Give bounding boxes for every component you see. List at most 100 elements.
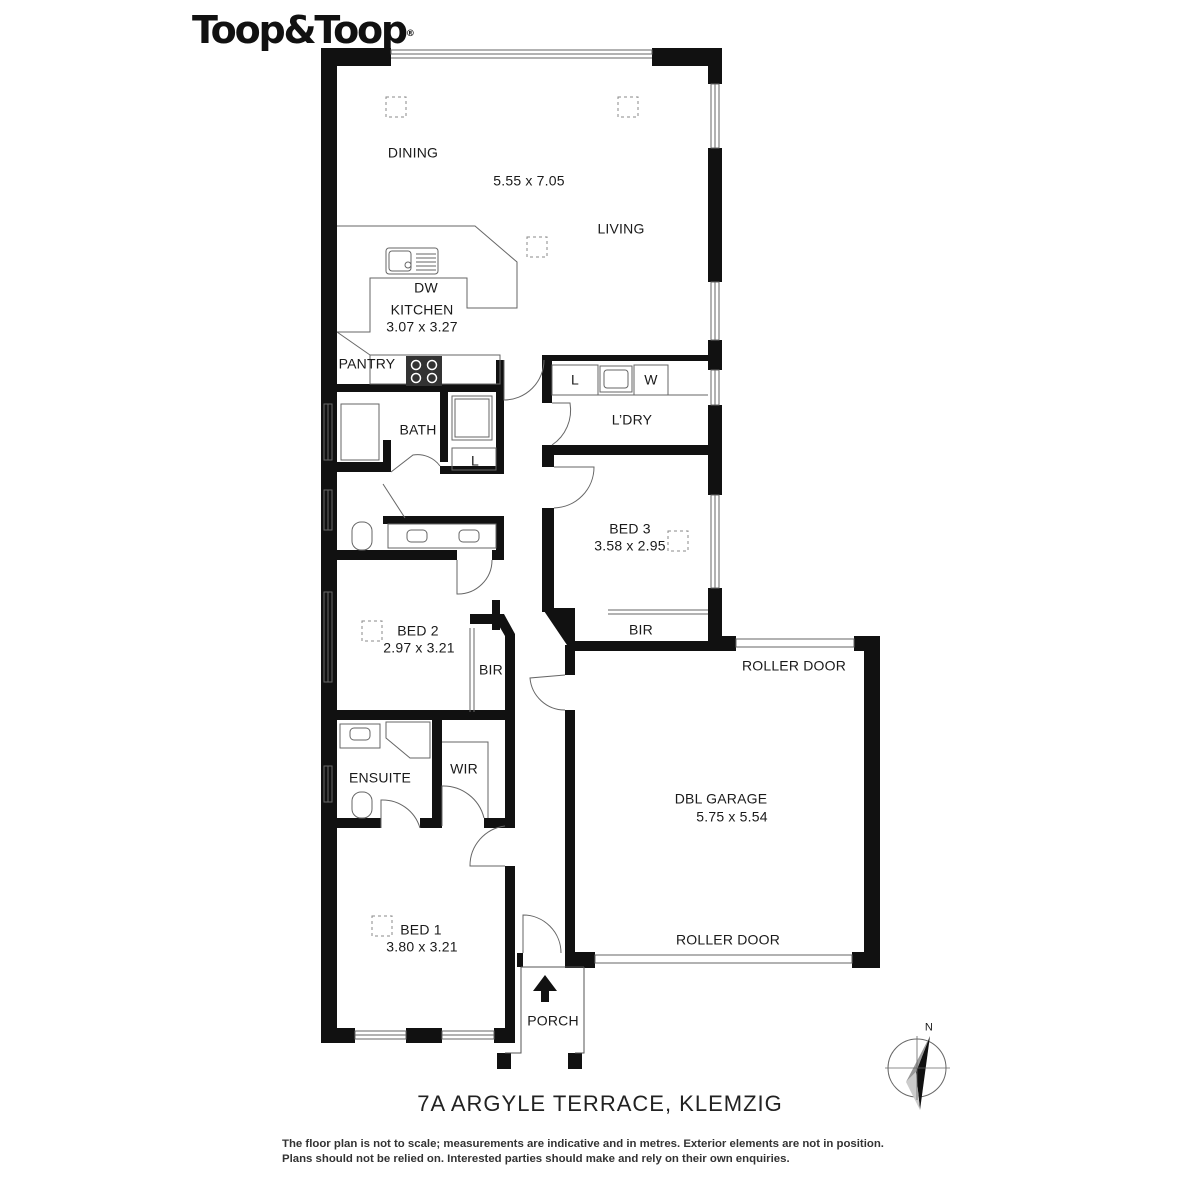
label-pantry: PANTRY — [338, 355, 396, 372]
label-living: LIVING — [597, 220, 645, 237]
vanity-north-wall — [383, 516, 504, 524]
door-swing — [380, 799, 421, 829]
north-compass-icon — [885, 1036, 950, 1110]
light-markers — [361, 96, 689, 937]
garage-south-wall — [852, 952, 880, 968]
bathtub — [340, 403, 380, 461]
bed1-east-wall — [505, 866, 515, 1043]
linen-cupboard — [451, 447, 497, 471]
walls — [321, 48, 880, 1069]
bed3-west-wall — [542, 508, 554, 612]
label-bed2-bir: BIR — [479, 661, 503, 678]
label-living-dims: 5.55 x 7.05 — [493, 172, 565, 189]
door-swing — [503, 359, 545, 401]
window — [390, 49, 653, 55]
laundry-south-wall — [542, 445, 722, 455]
label-bed1-dims: 3.80 x 3.21 — [386, 938, 458, 955]
label-linen: L — [471, 452, 479, 469]
brand-logo: Toop&Toop® — [192, 8, 415, 52]
label-laundry: L’DRY — [611, 411, 653, 428]
garage-south-wall — [565, 952, 595, 968]
label-porch: PORCH — [527, 1012, 579, 1029]
garage-west-wall — [565, 710, 575, 955]
laundry-north-wall — [542, 355, 722, 361]
door-swing — [469, 825, 506, 867]
kitchen-bench — [337, 225, 518, 333]
garage-north-wall — [720, 636, 736, 651]
toilet — [351, 521, 373, 551]
bed1-south-wall — [406, 1028, 442, 1043]
roller-door-north — [735, 638, 855, 648]
fixtures — [336, 96, 708, 937]
windows — [323, 49, 855, 1040]
label-bed2-dims: 2.97 x 3.21 — [383, 639, 455, 656]
ensuite-shower — [385, 721, 431, 759]
outer-east-wall — [708, 588, 722, 648]
bed2-south-wall — [321, 710, 515, 720]
bath-south-wall — [321, 462, 385, 472]
disclaimer-line-2: Plans should not be relied on. Intereste… — [282, 1153, 790, 1165]
door-swing — [382, 483, 406, 519]
outer-west-wall — [321, 48, 337, 1043]
wir-south-wall — [484, 818, 515, 828]
outer-east-wall — [708, 148, 722, 282]
kitchen-south-wall — [321, 384, 504, 392]
label-roller-door-top: ROLLER DOOR — [741, 657, 847, 674]
outer-east-wall — [708, 405, 722, 495]
label-roller-door-bottom: ROLLER DOOR — [675, 931, 781, 948]
porch-wall — [517, 953, 523, 967]
label-ensuite: ENSUITE — [348, 769, 412, 786]
property-address: 7A ARGYLE TERRACE, KLEMZIG — [417, 1091, 783, 1116]
ensuite-wir-wall — [432, 718, 442, 826]
roller-door-south — [594, 954, 853, 964]
label-kitchen: KITCHEN — [390, 301, 454, 318]
vanity-east-wall — [496, 516, 504, 558]
wir-shelf — [442, 741, 489, 818]
cooktop — [406, 356, 442, 386]
porch — [505, 966, 585, 1054]
laundry-west-wall — [542, 355, 552, 403]
bed1-south-wall — [321, 1028, 355, 1043]
laundry-tub — [599, 365, 633, 393]
porch-post — [568, 1053, 582, 1069]
outer-north-wall-left — [321, 48, 391, 66]
label-laundry-linen: L — [571, 371, 579, 388]
bed1-south-wall — [494, 1028, 515, 1043]
doors — [380, 359, 595, 954]
bed2-north-wall — [492, 550, 504, 560]
linen-east-wall — [496, 392, 504, 472]
outer-north-wall-right — [652, 48, 722, 66]
label-bed3-bir: BIR — [629, 621, 653, 638]
door-swing — [551, 402, 572, 446]
door-swing — [390, 454, 441, 473]
ensuite-south-wall — [420, 818, 442, 828]
disclaimer-line-1: The floor plan is not to scale; measurem… — [282, 1138, 884, 1150]
porch-post — [497, 1053, 511, 1069]
label-bed1: BED 1 — [400, 921, 442, 938]
bed2-bir-wall — [470, 614, 515, 715]
door-swing — [553, 466, 595, 509]
disclaimer: The floor plan is not to scale; measurem… — [282, 1137, 962, 1167]
label-garage: DBL GARAGE — [674, 790, 768, 807]
garage-east-wall — [864, 636, 880, 968]
kitchen-sink — [385, 247, 439, 275]
label-laundry-washer: W — [644, 371, 658, 388]
bed3-south-wall — [567, 641, 732, 651]
wir-east-wall — [505, 718, 515, 826]
label-dishwasher: DW — [414, 279, 438, 296]
label-bath: BATH — [399, 421, 437, 438]
label-bed3: BED 3 — [609, 520, 651, 537]
entry-arrow-icon — [533, 975, 557, 1002]
vanity-bench — [387, 523, 497, 549]
bed3-door-jamb — [542, 445, 554, 467]
label-kitchen-dims: 3.07 x 3.27 — [386, 318, 458, 335]
door-swing — [522, 914, 562, 954]
outer-east-wall — [708, 48, 722, 84]
bed2-north-wall — [321, 550, 457, 560]
shower — [451, 395, 493, 441]
door-swing — [456, 559, 493, 595]
brand-name: Toop&Toop — [192, 8, 408, 52]
label-wir: WIR — [450, 760, 478, 777]
compass-north-label: N — [924, 1021, 934, 1034]
